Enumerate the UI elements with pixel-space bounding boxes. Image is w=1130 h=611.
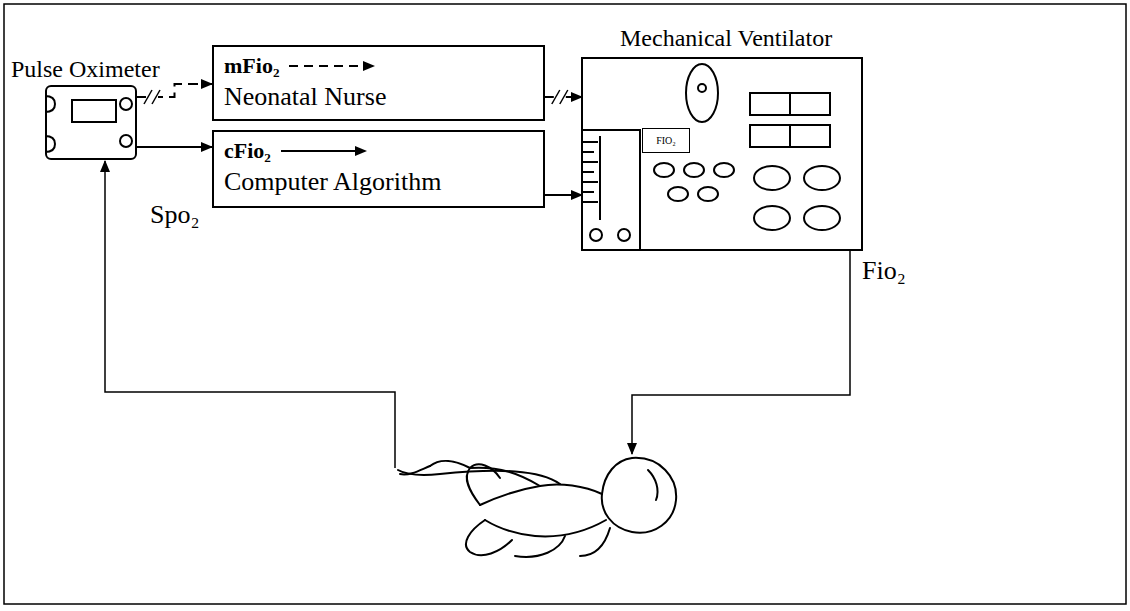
oximeter-details xyxy=(45,96,132,152)
infant-illustration xyxy=(398,458,676,557)
device-heading: Mechanical Ventilator xyxy=(620,24,832,52)
signal-name: cFio₂ xyxy=(224,138,271,164)
process-box: mFio₂Neonatal Nurse xyxy=(212,45,545,121)
agent-name: Neonatal Nurse xyxy=(224,81,386,113)
signal-arrow xyxy=(545,195,582,196)
fio2-tag: FIO₂ xyxy=(642,128,690,153)
device-heading: Pulse Oximeter xyxy=(11,55,160,83)
signal-arrow xyxy=(137,147,212,148)
box-header-row: cFio₂ xyxy=(224,138,533,164)
break-mark xyxy=(560,90,568,104)
connector-line xyxy=(137,146,212,148)
signal-arrow xyxy=(545,90,582,104)
break-mark xyxy=(144,90,152,104)
mechanical-ventilator: Mechanical VentilatorFIO₂ xyxy=(582,58,862,250)
figure-border xyxy=(4,4,1126,604)
process-box: cFio₂Computer Algorithm xyxy=(212,130,545,208)
inline-arrow xyxy=(279,144,369,158)
break-mark xyxy=(552,90,560,104)
box-header-row: mFio₂ xyxy=(224,53,533,79)
signal-arrow xyxy=(137,84,212,104)
agent-name: Computer Algorithm xyxy=(224,166,441,198)
break-mark xyxy=(152,90,160,104)
signal-label: Spo₂ xyxy=(150,200,200,230)
ventilator-details xyxy=(582,58,862,250)
tag-text: FIO₂ xyxy=(656,135,676,147)
inline-arrow xyxy=(287,59,377,73)
signal-name: mFio₂ xyxy=(224,53,279,79)
pulse-oximeter: Pulse Oximeter xyxy=(45,85,137,160)
fio2-wire xyxy=(632,250,850,454)
connector-line xyxy=(545,194,582,196)
signal-label: Fio₂ xyxy=(862,256,906,286)
